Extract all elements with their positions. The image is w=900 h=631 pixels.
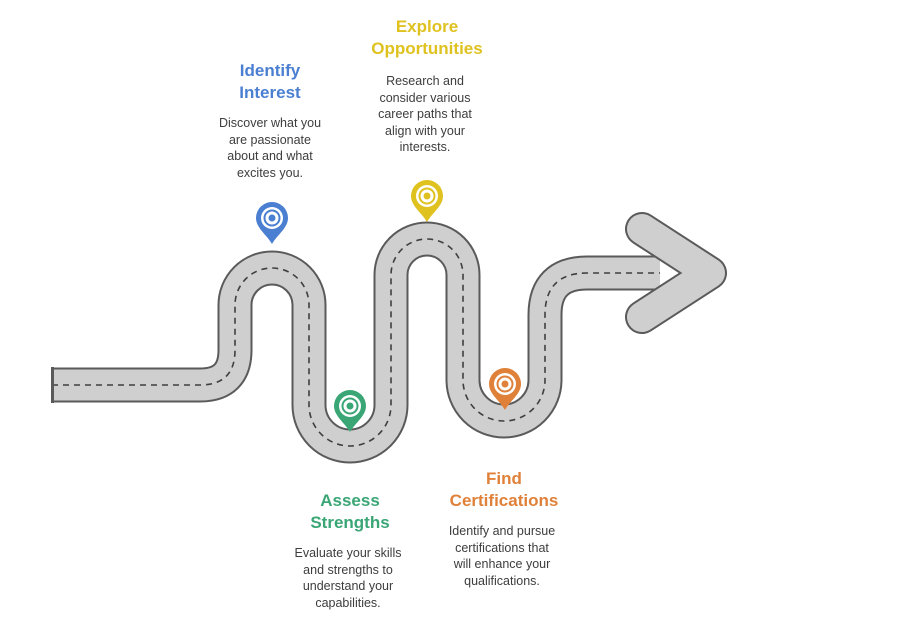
description-line: are passionate xyxy=(229,133,311,147)
title-line: Certifications xyxy=(450,491,559,510)
find-certifications-title: Find Certifications xyxy=(419,468,589,512)
description-line: qualifications. xyxy=(464,574,540,588)
title-line: Identify xyxy=(240,61,300,80)
identify-interest-title: Identify Interest xyxy=(185,60,355,104)
description-line: capabilities. xyxy=(315,596,380,610)
description-line: excites you. xyxy=(237,166,303,180)
description-line: consider various xyxy=(379,91,470,105)
find-certifications-description: Identify and pursue certifications that … xyxy=(427,523,577,589)
description-line: career paths that xyxy=(378,107,472,121)
title-line: Assess xyxy=(320,491,380,510)
assess-strengths-title: Assess Strengths xyxy=(265,490,435,534)
description-line: Discover what you xyxy=(219,116,321,130)
description-line: about and what xyxy=(227,149,313,163)
road-start-cap xyxy=(51,367,54,403)
road xyxy=(51,229,710,446)
assess-strengths-description: Evaluate your skills and strengths to un… xyxy=(273,545,423,611)
description-line: interests. xyxy=(400,140,451,154)
title-line: Interest xyxy=(239,83,300,102)
map-pin-icon xyxy=(411,180,443,222)
description-line: Identify and pursue xyxy=(449,524,555,538)
title-line: Opportunities xyxy=(371,39,482,58)
description-line: align with your xyxy=(385,124,465,138)
title-line: Find xyxy=(486,469,522,488)
title-line: Explore xyxy=(396,17,458,36)
description-line: Evaluate your skills xyxy=(295,546,402,560)
explore-opportunities-description: Research and consider various career pat… xyxy=(350,73,500,156)
explore-opportunities-title: Explore Opportunities xyxy=(342,16,512,60)
description-line: certifications that xyxy=(455,541,549,555)
map-pin-icon xyxy=(334,390,366,432)
description-line: will enhance your xyxy=(454,557,551,571)
description-line: and strengths to xyxy=(303,563,393,577)
title-line: Strengths xyxy=(310,513,389,532)
description-line: understand your xyxy=(303,579,393,593)
map-pin-icon xyxy=(256,202,288,244)
description-line: Research and xyxy=(386,74,464,88)
identify-interest-description: Discover what you are passionate about a… xyxy=(195,115,345,181)
